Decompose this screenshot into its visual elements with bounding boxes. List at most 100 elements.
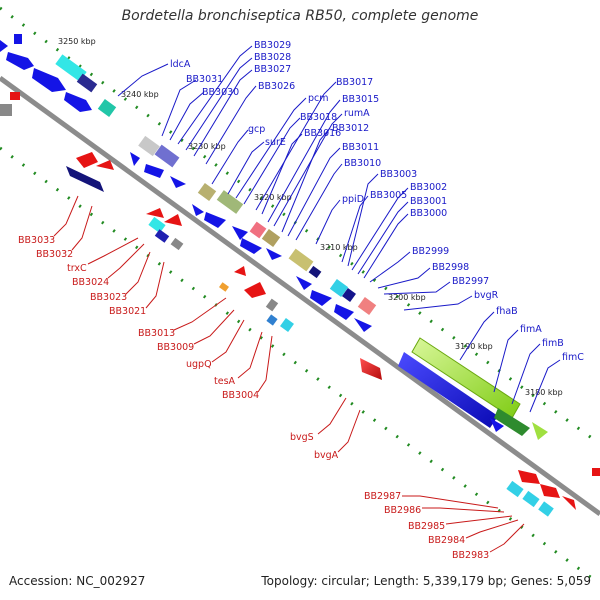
gene-box bbox=[266, 314, 278, 326]
gene-label-BB3001: BB3001 bbox=[410, 196, 447, 207]
leader-BB3015 bbox=[267, 99, 341, 223]
gene-label-fimB: fimB bbox=[542, 338, 564, 349]
forward-gene bbox=[0, 40, 8, 52]
gene-label-BB3029: BB3029 bbox=[254, 40, 291, 51]
gene-label-BB2997: BB2997 bbox=[452, 276, 489, 287]
gene-box bbox=[249, 221, 267, 239]
gene-label-BB3024: BB3024 bbox=[72, 277, 109, 288]
gene-label-BB2985: BB2985 bbox=[408, 521, 445, 532]
gene-label-fhaB: fhaB bbox=[496, 306, 518, 317]
gene-box bbox=[216, 190, 244, 214]
leader-rumA bbox=[273, 113, 343, 227]
gene-box bbox=[357, 297, 377, 315]
gene-label-BB3031: BB3031 bbox=[186, 74, 223, 85]
gene-label-BB3026: BB3026 bbox=[258, 81, 295, 92]
forward-gene bbox=[170, 176, 186, 188]
reverse-gene bbox=[66, 166, 104, 192]
gene-box bbox=[288, 248, 314, 272]
leader-fhaB bbox=[459, 311, 495, 361]
leader-BB2999 bbox=[369, 251, 411, 283]
leader-BB3030 bbox=[169, 91, 205, 141]
gene-label-fimC: fimC bbox=[562, 352, 584, 363]
leader-BB3027 bbox=[193, 69, 253, 157]
forward-gene bbox=[296, 276, 312, 290]
kbp-3250: 3250 kbp bbox=[58, 37, 96, 46]
forward-gene bbox=[354, 318, 372, 332]
leader-BB2986 bbox=[422, 507, 505, 513]
gene-box bbox=[261, 229, 281, 247]
genome-backbone bbox=[0, 75, 600, 517]
leader-ppiD bbox=[315, 199, 341, 245]
gene-box bbox=[219, 282, 229, 292]
gene-label-BB3030: BB3030 bbox=[202, 87, 239, 98]
leader-BB2984 bbox=[465, 519, 519, 539]
leader-BB3018 bbox=[243, 117, 301, 205]
leader-fimC bbox=[529, 359, 561, 413]
leader-bvgA bbox=[337, 409, 361, 453]
kbp-3230: 3230 kbp bbox=[188, 142, 226, 151]
gene-label-surE: surE bbox=[265, 137, 286, 148]
forward-gene bbox=[398, 352, 498, 428]
leader-BB2997 bbox=[383, 281, 451, 295]
gene-box bbox=[265, 298, 279, 312]
map-title: Bordetella bronchiseptica RB50, complete… bbox=[121, 8, 479, 24]
forward-gene bbox=[494, 408, 530, 436]
gene-box bbox=[329, 279, 349, 297]
leader-BB3013 bbox=[173, 297, 227, 331]
leader-ugpQ bbox=[211, 319, 245, 363]
genome-summary-text: Topology: circular; Length: 5,339,179 bp… bbox=[261, 574, 591, 588]
forward-gene bbox=[334, 304, 354, 320]
gene-label-bvgS: bvgS bbox=[290, 432, 314, 443]
gene-label-BB3023: BB3023 bbox=[90, 292, 127, 303]
reverse-labels: BB3033 BB3032 trxC BB3024 BB3023 BB3021 … bbox=[18, 235, 489, 561]
reverse-gene bbox=[164, 214, 182, 226]
gene-box bbox=[55, 54, 87, 82]
gene-box bbox=[170, 237, 184, 251]
gene-label-BB3017: BB3017 bbox=[336, 77, 373, 88]
gene-label-BB3012: BB3012 bbox=[332, 123, 369, 134]
leader-BB3021 bbox=[145, 261, 165, 309]
reverse-gene bbox=[540, 484, 560, 498]
forward-gene bbox=[240, 238, 262, 254]
gene-label-BB3013: BB3013 bbox=[138, 328, 175, 339]
leader-BB3024 bbox=[107, 243, 145, 279]
leader-BB3032 bbox=[71, 205, 93, 251]
gene-label-BB3002: BB3002 bbox=[410, 182, 447, 193]
gene-label-BB3010: BB3010 bbox=[344, 158, 381, 169]
leader-BB3028 bbox=[185, 57, 253, 151]
accession-text: Accession: NC_002927 bbox=[9, 574, 146, 588]
leader-BB2985 bbox=[445, 515, 513, 525]
leader-fimB bbox=[511, 343, 541, 405]
gene-label-BB3009: BB3009 bbox=[157, 342, 194, 353]
forward-gene bbox=[204, 212, 226, 228]
reverse-gene bbox=[96, 160, 114, 170]
forward-features bbox=[0, 34, 548, 440]
leader-BB3011 bbox=[287, 147, 341, 237]
forward-gene bbox=[144, 164, 164, 178]
leader-BB3033 bbox=[53, 195, 79, 237]
leader-BB3023 bbox=[125, 251, 151, 295]
forward-gene bbox=[192, 204, 204, 216]
gene-box bbox=[14, 34, 22, 44]
gene-label-BB3000: BB3000 bbox=[410, 208, 447, 219]
gene-label-BB2999: BB2999 bbox=[412, 246, 449, 257]
leader-bvgS bbox=[317, 397, 347, 435]
gene-box bbox=[342, 288, 356, 302]
gene-box bbox=[0, 104, 12, 116]
gene-box bbox=[506, 480, 524, 498]
forward-gene bbox=[490, 418, 504, 432]
leader-BB3001 bbox=[357, 201, 409, 275]
gene-box bbox=[280, 318, 294, 332]
kbp-3220: 3220 kbp bbox=[254, 193, 292, 202]
leader-BB3004 bbox=[257, 335, 273, 393]
gene-box bbox=[138, 135, 160, 157]
gene-box bbox=[76, 73, 98, 93]
gene-label-ugpQ: ugpQ bbox=[186, 359, 212, 370]
gene-label-trxC: trxC bbox=[67, 263, 87, 274]
leader-trxC bbox=[87, 237, 139, 265]
gene-box bbox=[10, 92, 20, 100]
reverse-gene bbox=[518, 470, 540, 484]
gene-label-BB3004: BB3004 bbox=[222, 390, 259, 401]
forward-gene bbox=[64, 92, 92, 112]
